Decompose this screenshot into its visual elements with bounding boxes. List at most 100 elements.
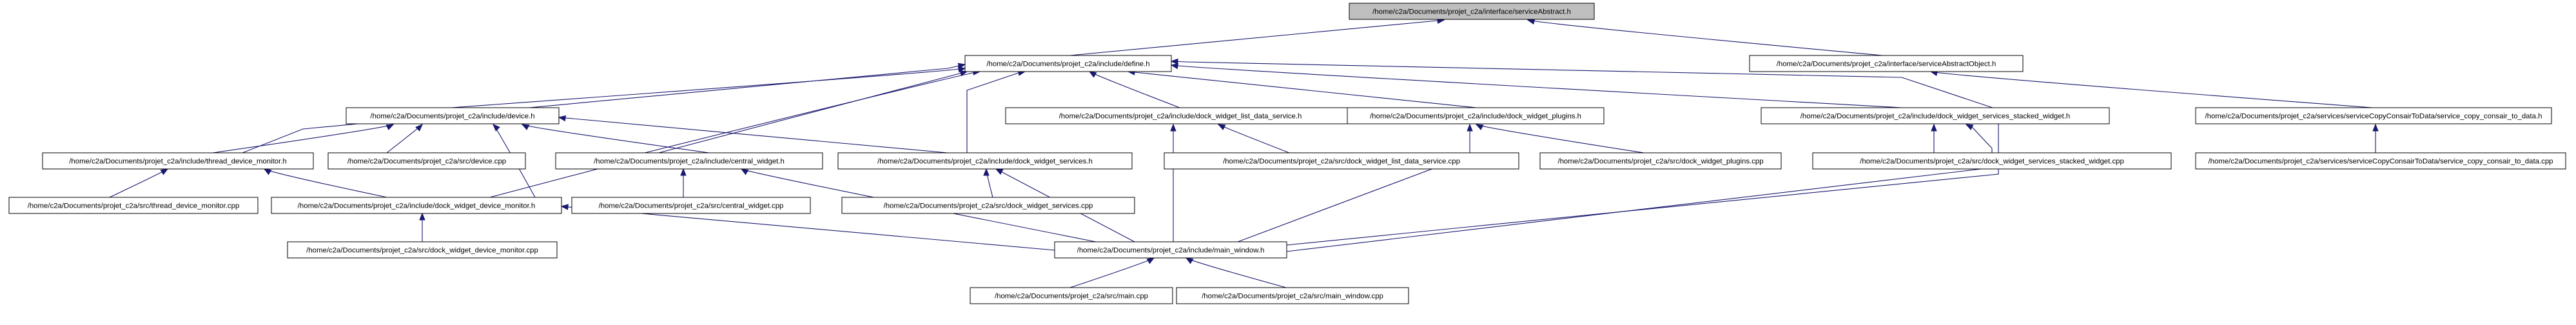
node-box[interactable]	[1176, 287, 1409, 304]
node-n13[interactable]: /home/c2a/Documents/projet_c2a/src/dock_…	[1539, 152, 1782, 170]
node-label: /home/c2a/Documents/projet_c2a/src/centr…	[599, 202, 784, 210]
node-n17[interactable]: /home/c2a/Documents/projet_c2a/include/d…	[271, 197, 562, 214]
edge-n12-to-n4	[1217, 124, 1290, 153]
node-n1[interactable]: /home/c2a/Documents/projet_c2a/include/d…	[964, 55, 1172, 72]
node-box[interactable]	[555, 152, 823, 170]
node-label: /home/c2a/Documents/projet_c2a/src/dock_…	[1557, 158, 1763, 166]
node-box[interactable]	[837, 152, 1133, 170]
node-label: /home/c2a/Documents/projet_c2a/include/d…	[370, 113, 534, 121]
edge-n7-to-n2	[1929, 70, 2373, 108]
arrowhead-icon	[1467, 123, 1473, 132]
node-box[interactable]	[1749, 55, 2024, 72]
node-box[interactable]	[1812, 152, 2172, 170]
edge-n17-to-n1	[489, 70, 968, 198]
edge-line	[1476, 124, 1644, 153]
node-n21[interactable]: /home/c2a/Documents/projet_c2a/include/m…	[1054, 241, 1287, 259]
arrowhead-icon	[959, 70, 968, 77]
node-n14[interactable]: /home/c2a/Documents/projet_c2a/src/dock_…	[1812, 152, 2172, 170]
edge-n14-to-n6	[1931, 123, 1937, 153]
node-label: /home/c2a/Documents/projet_c2a/src/main.…	[995, 293, 1148, 300]
node-label: /home/c2a/Documents/projet_c2a/include/t…	[69, 158, 287, 166]
node-box[interactable]	[1347, 107, 1605, 124]
node-label: /home/c2a/Documents/projet_c2a/src/devic…	[347, 158, 506, 166]
node-box[interactable]	[271, 197, 562, 214]
node-n15[interactable]: /home/c2a/Documents/projet_c2a/services/…	[2195, 152, 2566, 170]
edge-n11-to-n3	[558, 115, 948, 153]
edge-n8-to-n1	[242, 63, 966, 153]
edge-line	[1218, 124, 1290, 153]
node-n6[interactable]: /home/c2a/Documents/projet_c2a/include/d…	[1761, 107, 2110, 124]
node-label: /home/c2a/Documents/projet_c2a/include/d…	[1800, 113, 2071, 121]
node-n3[interactable]: /home/c2a/Documents/projet_c2a/include/d…	[346, 107, 560, 124]
arrowhead-icon	[1170, 63, 1179, 70]
node-label: /home/c2a/Documents/projet_c2a/interface…	[1372, 8, 1571, 16]
edge-n21-to-n6	[1286, 124, 1993, 252]
edge-line	[1089, 71, 1180, 108]
node-n22[interactable]: /home/c2a/Documents/projet_c2a/src/main.…	[970, 287, 1173, 304]
node-box[interactable]	[1349, 3, 1595, 20]
node-box[interactable]	[1539, 152, 1782, 170]
edge-n16-to-n8	[109, 168, 169, 198]
edge-line	[264, 168, 387, 198]
edge-line	[1171, 61, 1999, 246]
node-n18[interactable]: /home/c2a/Documents/projet_c2a/src/centr…	[571, 197, 811, 214]
node-n19[interactable]: /home/c2a/Documents/projet_c2a/src/dock_…	[841, 197, 1135, 214]
edge-n17-to-n8	[263, 168, 387, 198]
edge-line	[386, 124, 423, 153]
node-n23[interactable]: /home/c2a/Documents/projet_c2a/src/main_…	[1176, 287, 1409, 304]
node-box[interactable]	[970, 287, 1173, 304]
node-box[interactable]	[841, 197, 1135, 214]
node-n2[interactable]: /home/c2a/Documents/projet_c2a/interface…	[1749, 55, 2024, 72]
edge-n20-to-n17	[419, 212, 425, 242]
node-box[interactable]	[1054, 241, 1287, 259]
edge-n2-to-n0	[1527, 18, 1883, 56]
edge-line	[1171, 64, 1902, 108]
node-n16[interactable]: /home/c2a/Documents/projet_c2a/src/threa…	[8, 197, 259, 214]
edge-line	[1237, 124, 1470, 242]
node-box[interactable]	[287, 241, 558, 259]
edge-line	[644, 71, 981, 153]
arrowhead-icon	[680, 168, 687, 176]
node-box[interactable]	[327, 152, 526, 170]
node-box[interactable]	[2195, 152, 2566, 170]
node-n7[interactable]: /home/c2a/Documents/projet_c2a/services/…	[2195, 107, 2552, 124]
edge-n13-to-n5	[1475, 124, 1644, 153]
arrowhead-icon	[558, 115, 567, 122]
arrowhead-icon	[493, 124, 500, 132]
node-label: /home/c2a/Documents/projet_c2a/src/main_…	[1202, 293, 1383, 300]
node-label: /home/c2a/Documents/projet_c2a/interface…	[1777, 61, 1996, 68]
node-n10[interactable]: /home/c2a/Documents/projet_c2a/include/c…	[555, 152, 823, 170]
node-box[interactable]	[1164, 152, 1519, 170]
arrowhead-icon	[1965, 124, 1974, 130]
edge-line	[741, 168, 1097, 242]
node-box[interactable]	[346, 107, 560, 124]
node-box[interactable]	[964, 55, 1172, 72]
node-label: /home/c2a/Documents/projet_c2a/services/…	[2205, 113, 2542, 121]
arrowhead-icon	[957, 63, 966, 69]
edge-n6-to-n1	[1170, 63, 1902, 108]
node-n11[interactable]: /home/c2a/Documents/projet_c2a/include/d…	[837, 152, 1133, 170]
node-label: /home/c2a/Documents/projet_c2a/include/d…	[877, 158, 1093, 166]
node-box[interactable]	[1761, 107, 2110, 124]
node-n0[interactable]: /home/c2a/Documents/projet_c2a/interface…	[1349, 3, 1595, 20]
edge-line	[242, 64, 966, 153]
edge-n17-to-n3	[493, 124, 536, 198]
edges-layer	[109, 17, 2379, 288]
node-n5[interactable]: /home/c2a/Documents/projet_c2a/include/d…	[1347, 107, 1605, 124]
node-label: /home/c2a/Documents/projet_c2a/include/d…	[986, 61, 1149, 68]
node-box[interactable]	[571, 197, 811, 214]
node-n4[interactable]: /home/c2a/Documents/projet_c2a/include/d…	[1005, 107, 1356, 124]
node-n20[interactable]: /home/c2a/Documents/projet_c2a/src/dock_…	[287, 241, 558, 259]
node-n9[interactable]: /home/c2a/Documents/projet_c2a/src/devic…	[327, 152, 526, 170]
node-box[interactable]	[42, 152, 314, 170]
node-label: /home/c2a/Documents/projet_c2a/include/d…	[298, 202, 536, 210]
edge-line	[489, 71, 968, 198]
edge-n22-to-n21	[1069, 257, 1155, 288]
node-box[interactable]	[2195, 107, 2552, 124]
edge-n3-to-n1	[451, 66, 966, 108]
arrowhead-icon	[415, 124, 423, 132]
node-n12[interactable]: /home/c2a/Documents/projet_c2a/src/dock_…	[1164, 152, 1519, 170]
node-n8[interactable]: /home/c2a/Documents/projet_c2a/include/t…	[42, 152, 314, 170]
node-box[interactable]	[8, 197, 259, 214]
